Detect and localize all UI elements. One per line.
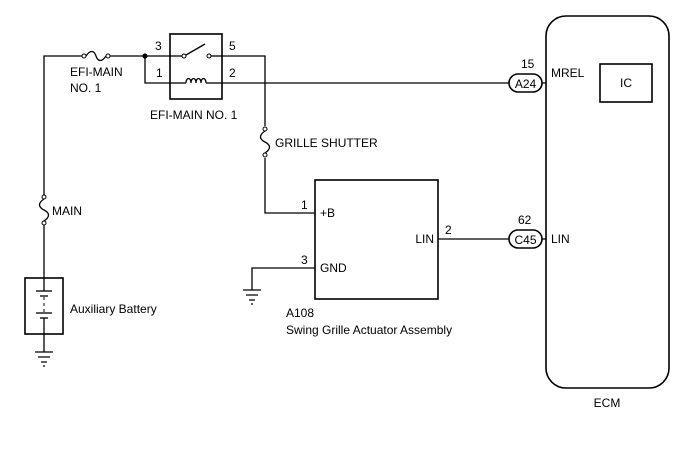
ecm-terminal-mrel: MREL <box>551 66 585 80</box>
actuator-name: Swing Grille Actuator Assembly <box>286 323 452 337</box>
ecm-ic-box <box>599 63 653 103</box>
connector-a24: A24 <box>508 73 543 93</box>
junction-dot <box>142 53 148 59</box>
relay-pin1-label: 1 <box>156 66 163 80</box>
actuator-pin-plus-b: 1 <box>301 198 308 212</box>
relay-label: EFI-MAIN NO. 1 <box>150 108 238 122</box>
wire-actuator-gnd-to-ground <box>251 267 315 290</box>
relay-pin3-label: 3 <box>155 39 162 53</box>
relay-pin5-label: 5 <box>229 39 236 53</box>
connector-a24-pin: 15 <box>521 57 535 71</box>
connector-c45: C45 <box>508 229 543 249</box>
ecm-label: ECM <box>594 396 621 410</box>
battery-label: Auxiliary Battery <box>70 302 157 316</box>
ecm-box <box>545 15 670 389</box>
wire-relay-pin5-to-grille-fuse <box>222 55 315 214</box>
fuse-efi-main-label-line2: NO. 1 <box>70 81 102 95</box>
connector-a24-label: A24 <box>515 77 537 91</box>
fuse-main-icon <box>38 194 50 226</box>
ecm-terminal-lin: LIN <box>551 232 570 246</box>
ground-icon <box>35 351 53 367</box>
actuator-terminal-lin: LIN <box>415 232 434 246</box>
relay-pin2-label: 2 <box>229 66 236 80</box>
fuse-main-label: MAIN <box>52 204 82 218</box>
fuse-efi-main-icon <box>81 50 111 62</box>
wire-battery-to-efi-fuse <box>43 55 82 278</box>
actuator-box <box>314 179 439 300</box>
actuator-pin-lin: 2 <box>445 223 452 237</box>
actuator-code: A108 <box>286 306 314 320</box>
fuse-efi-main-label-line1: EFI-MAIN <box>70 65 123 79</box>
fuse-grille-shutter-icon <box>259 126 271 158</box>
fuse-grille-shutter-label: GRILLE SHUTTER <box>275 136 378 150</box>
relay-efi-main <box>169 33 223 100</box>
ground-icon <box>243 289 261 305</box>
connector-c45-label: C45 <box>514 233 536 247</box>
connector-c45-pin: 62 <box>518 213 532 227</box>
wire-junction-to-relay-pin1 <box>144 56 170 84</box>
battery-icon <box>24 277 64 335</box>
actuator-terminal-plus-b: +B <box>320 206 335 220</box>
ecm-ic-label: IC <box>620 76 632 90</box>
actuator-terminal-gnd: GND <box>320 261 347 275</box>
actuator-pin-gnd: 3 <box>301 253 308 267</box>
